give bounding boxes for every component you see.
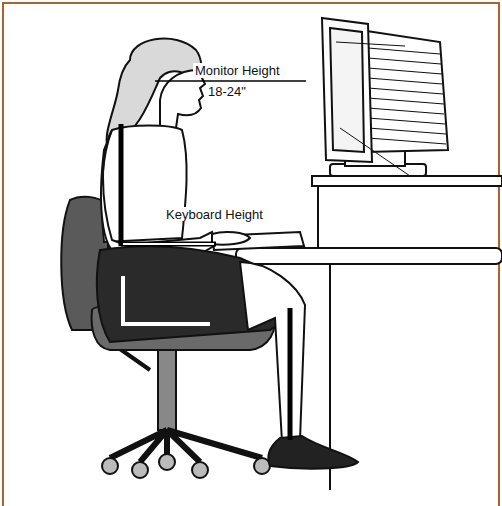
monitor (322, 18, 448, 176)
desk (236, 176, 502, 490)
keyboard (212, 232, 304, 250)
label-text: Monitor Height (193, 63, 282, 78)
posture-guides (121, 81, 306, 440)
label-text: 18-24" (206, 84, 248, 99)
seated-woman (97, 39, 358, 469)
label-text: Keyboard Height (164, 207, 265, 222)
